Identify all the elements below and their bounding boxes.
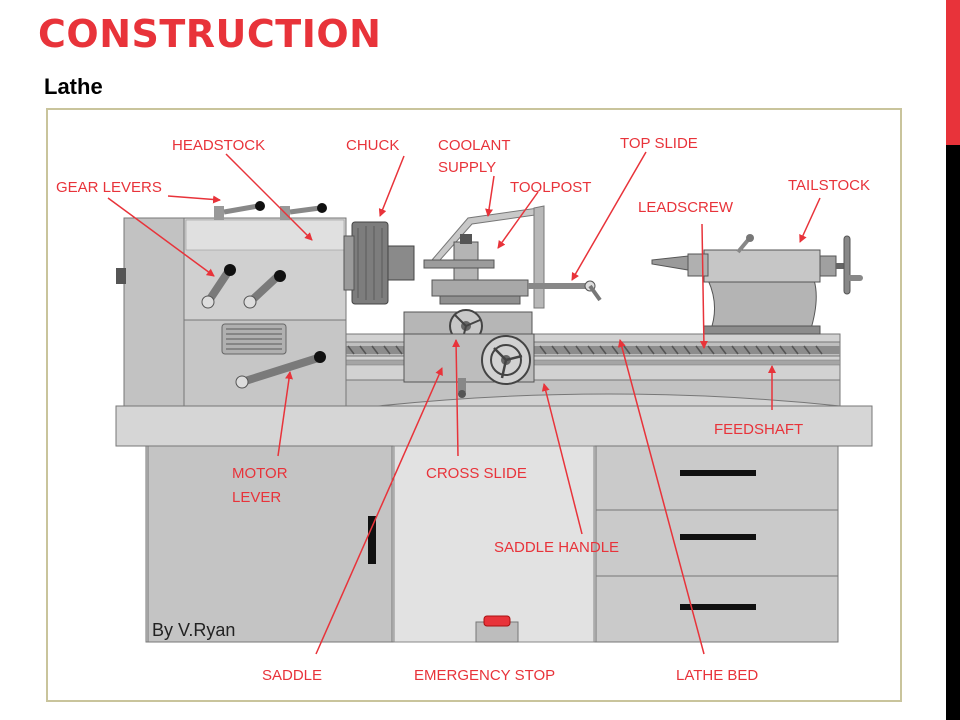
label-gear-levers: GEAR LEVERS	[56, 179, 162, 196]
lathe-diagram: HEADSTOCK CHUCK COOLANT SUPPLY TOP SLIDE…	[56, 135, 873, 684]
slide-title: CONSTRUCTION	[38, 12, 382, 56]
drawer-handle-3	[680, 604, 756, 610]
top-slide	[431, 279, 602, 305]
label-lathe-bed: LATHE BED	[676, 667, 758, 684]
leadscrew	[344, 345, 840, 355]
lathe-diagram-frame: HEADSTOCK CHUCK COOLANT SUPPLY TOP SLIDE…	[46, 108, 902, 702]
label-cross-slide: CROSS SLIDE	[426, 465, 527, 482]
label-tailstock: TAILSTOCK	[788, 177, 870, 194]
chuck	[343, 221, 415, 305]
diagram-credit: By V.Ryan	[152, 620, 235, 640]
slide-subtitle: Lathe	[44, 74, 103, 99]
gear-lever-side-1	[201, 264, 236, 309]
saddle-handwheel	[481, 335, 531, 385]
label-saddle: SADDLE	[262, 667, 322, 684]
accent-bar-red	[946, 0, 960, 145]
label-toolpost: TOOLPOST	[510, 179, 591, 196]
label-headstock: HEADSTOCK	[172, 137, 265, 154]
gear-lever-top-2	[280, 203, 327, 220]
toolpost	[423, 234, 495, 283]
label-emergency-stop: EMERGENCY STOP	[414, 667, 555, 684]
label-motor-line2: LEVER	[232, 489, 281, 506]
motor-lever	[235, 351, 326, 389]
gear-lever-top-1	[214, 201, 265, 220]
gear-lever-side-2	[243, 270, 286, 309]
label-leadscrew: LEADSCREW	[638, 199, 734, 216]
drawer-handle-2	[680, 534, 756, 540]
tailstock	[651, 234, 863, 335]
emergency-stop-button	[475, 615, 519, 643]
cabinet-door-handle	[368, 516, 376, 564]
label-feedshaft: FEEDSHAFT	[714, 421, 803, 438]
drawer-handle-1	[680, 470, 756, 476]
label-coolant-line2: SUPPLY	[438, 159, 496, 176]
label-pointers	[107, 151, 821, 655]
accent-bar-black	[946, 145, 960, 720]
label-top-slide: TOP SLIDE	[620, 135, 698, 152]
label-saddle-handle: SADDLE HANDLE	[494, 539, 619, 556]
headstock	[116, 217, 347, 407]
label-motor-line1: MOTOR	[232, 465, 288, 482]
motor-vent	[221, 323, 287, 355]
cabinet	[115, 405, 873, 643]
label-chuck: CHUCK	[346, 137, 399, 154]
label-coolant-line1: COOLANT	[438, 137, 511, 154]
